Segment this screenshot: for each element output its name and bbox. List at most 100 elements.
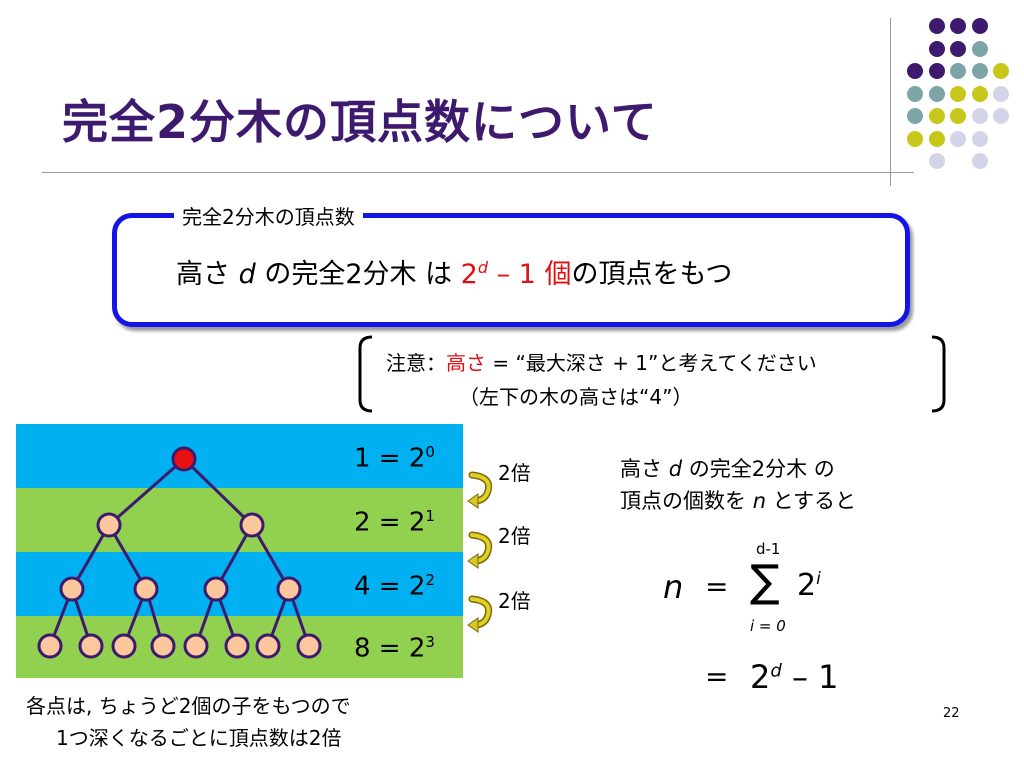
decorative-dot bbox=[928, 130, 945, 147]
decorative-dot bbox=[971, 85, 988, 102]
tree-node bbox=[255, 633, 281, 659]
tree-node bbox=[37, 633, 63, 659]
term-exp: i bbox=[816, 569, 821, 589]
note-label: 注意： bbox=[386, 351, 446, 375]
decorative-dot bbox=[907, 85, 923, 102]
decorative-dot bbox=[928, 108, 945, 124]
sum-term: 2i bbox=[797, 568, 821, 603]
decorative-dot bbox=[993, 108, 1009, 124]
level-count-text: 8 = 2 bbox=[354, 633, 426, 664]
decorative-dot bbox=[971, 40, 988, 57]
tree-node bbox=[183, 633, 209, 659]
caption-line-2: 1つ深くなるごとに頂点数は2倍 bbox=[56, 726, 342, 750]
level-band-3 bbox=[16, 552, 463, 616]
decorative-dot bbox=[950, 130, 966, 147]
derivation-var-d: d bbox=[668, 457, 683, 481]
doubling-arrows bbox=[467, 471, 493, 633]
derivation-text: 頂点の個数を bbox=[620, 489, 753, 513]
term-base: 2 bbox=[797, 568, 817, 603]
decorative-dot bbox=[928, 18, 945, 34]
definition-box-label: 完全2分木の頂点数 bbox=[174, 201, 363, 230]
result-base: 2 bbox=[750, 658, 771, 696]
definition-statement: 高さ d の完全2分木 は 2d – 1 個の頂点をもつ bbox=[176, 252, 732, 291]
derivation-line-1: 高さ d の完全2分木 の bbox=[620, 453, 835, 483]
derivation-var-n: n bbox=[752, 489, 766, 513]
result-exp: d bbox=[770, 660, 782, 682]
tree-node bbox=[111, 633, 137, 659]
tree-node bbox=[239, 512, 265, 538]
doubling-label-2: 2倍 bbox=[498, 524, 531, 548]
formula-equals-2: = bbox=[705, 660, 729, 693]
page-number: 22 bbox=[943, 706, 960, 721]
formula-base: 2 bbox=[460, 259, 478, 290]
decorative-dot bbox=[993, 85, 1009, 102]
level-exp: 1 bbox=[425, 507, 435, 525]
formula-rest: – 1 個 bbox=[488, 259, 572, 290]
level-band-1 bbox=[16, 424, 463, 488]
derivation-text: の完全2分木 の bbox=[682, 457, 835, 481]
level-count-text: 2 = 2 bbox=[354, 507, 426, 538]
level-exp: 0 bbox=[425, 443, 435, 461]
note-brackets bbox=[358, 335, 946, 413]
level-count-3: 4 = 22 bbox=[354, 571, 435, 602]
note-line: 注意：高さ = “最大深さ + 1”と考えてください bbox=[386, 347, 817, 376]
caption-line-1: 各点は, ちょうど2個の子をもつので bbox=[26, 694, 351, 718]
binary-tree bbox=[37, 446, 322, 659]
decorative-dot bbox=[928, 153, 945, 169]
level-band-2 bbox=[16, 488, 463, 552]
left-bracket-icon bbox=[358, 335, 373, 413]
title-divider bbox=[42, 172, 914, 173]
tree-node bbox=[224, 633, 250, 659]
decorative-dot bbox=[971, 18, 988, 34]
right-bracket-icon bbox=[931, 335, 946, 413]
curved-arrow-icon bbox=[467, 531, 493, 569]
formula-result: 2d – 1 bbox=[750, 658, 839, 696]
sum-lower-limit: i = 0 bbox=[750, 617, 786, 635]
definition-text-b: の完全2分木 は bbox=[255, 259, 461, 290]
decorative-dot bbox=[971, 63, 988, 79]
decorative-dot bbox=[907, 108, 923, 124]
tree-edge bbox=[108, 457, 185, 527]
doubling-label-1: 2倍 bbox=[498, 461, 531, 485]
slide-title: 完全2分木の頂点数について bbox=[62, 95, 658, 149]
note-term: 高さ bbox=[446, 351, 486, 375]
derivation-text: 高さ bbox=[620, 457, 669, 481]
decorative-dot bbox=[950, 18, 966, 34]
definition-text-a: 高さ bbox=[176, 259, 239, 290]
formula-equals-1: = bbox=[705, 570, 729, 603]
doubling-label-3: 2倍 bbox=[498, 589, 531, 613]
sum-upper-limit: d-1 bbox=[756, 540, 781, 558]
tree-node bbox=[296, 633, 322, 659]
result-rest: – 1 bbox=[781, 658, 839, 696]
formula-n: n bbox=[663, 568, 684, 606]
derivation-line-2: 頂点の個数を n とすると bbox=[620, 485, 856, 515]
tree-root-node bbox=[171, 446, 197, 472]
decorative-dot bbox=[971, 153, 988, 169]
decorative-dot bbox=[907, 63, 923, 79]
note-definition: = “最大深さ + 1”と考えてください bbox=[486, 351, 817, 375]
decorative-dot bbox=[993, 63, 1009, 79]
decorative-dot bbox=[950, 40, 966, 57]
level-count-1: 1 = 20 bbox=[354, 443, 435, 474]
decorative-dot bbox=[928, 63, 945, 79]
tree-node bbox=[59, 576, 85, 602]
decorative-dot bbox=[950, 108, 966, 124]
level-count-2: 2 = 21 bbox=[354, 507, 435, 538]
tree-node bbox=[133, 576, 159, 602]
tree-node bbox=[78, 633, 104, 659]
decorative-dot bbox=[971, 108, 988, 124]
formula-exp: d bbox=[477, 258, 489, 277]
decorative-dot bbox=[971, 130, 988, 147]
curved-arrow-icon bbox=[467, 595, 493, 633]
level-count-text: 1 = 2 bbox=[354, 443, 426, 474]
curved-arrow-icon bbox=[467, 471, 493, 509]
level-count-4: 8 = 23 bbox=[354, 633, 435, 664]
corner-divider bbox=[890, 18, 891, 186]
definition-formula: 2d – 1 個 bbox=[460, 258, 572, 290]
level-exp: 2 bbox=[425, 571, 435, 589]
tree-edge bbox=[182, 457, 254, 527]
tree-node bbox=[96, 512, 122, 538]
definition-var-d: d bbox=[238, 259, 256, 290]
decorative-dot bbox=[928, 85, 945, 102]
level-exp: 3 bbox=[425, 633, 435, 651]
